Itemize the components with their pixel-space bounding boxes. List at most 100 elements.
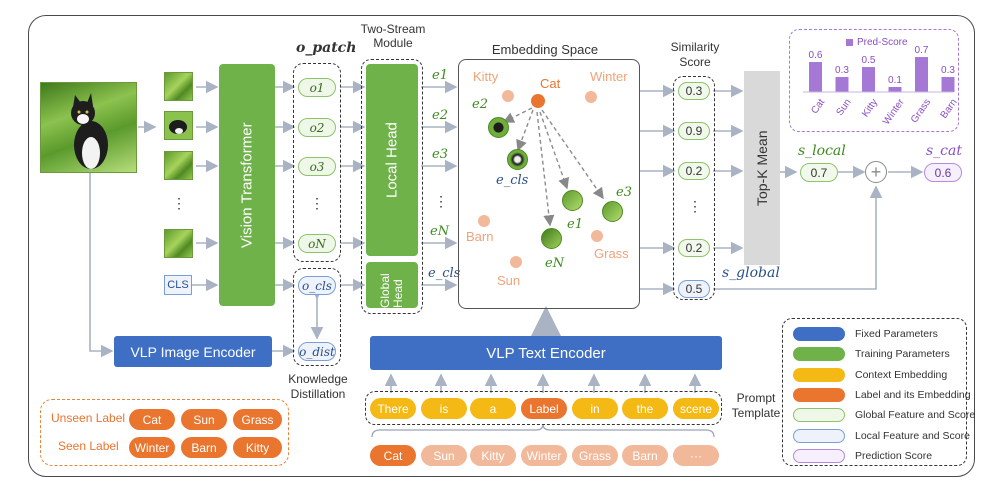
legend-text-4: Label and its Embedding (855, 389, 971, 402)
image-patch-n (164, 229, 193, 258)
legend-text-5: Global Feature and Score (855, 409, 976, 422)
pred-bar-winter (888, 87, 902, 92)
emb-dot-grass (591, 230, 603, 242)
emb-dot-kitty (502, 90, 514, 102)
legend-item-1: Fixed Parameters (793, 324, 975, 344)
pred-value-winter: 0.1 (888, 75, 902, 86)
o-cls-dist-group (293, 268, 341, 366)
candidate-brace (371, 423, 715, 438)
knowledge-distillation-label: Knowledge Distillation (288, 372, 348, 401)
score-2: 0.9 (678, 122, 710, 140)
prompt-token-7: scene (673, 398, 719, 419)
cat-figure (71, 93, 108, 169)
legend-swatch-2 (793, 347, 845, 362)
pred-category-kitty: Kitty (860, 97, 880, 119)
vlp-text-encoder: VLP Text Encoder (370, 336, 722, 370)
candidate-label-2: Sun (421, 445, 467, 466)
emb-label-grass: Grass (594, 246, 629, 261)
o-dist-token: o_dist (298, 342, 336, 361)
legend-swatch-6 (793, 428, 845, 443)
pred-category-winter: Winter (881, 97, 907, 128)
e-label-cls: e_cls (428, 266, 461, 281)
pred-value-sun: 0.3 (835, 65, 849, 76)
candidate-label-5: Grass (572, 445, 618, 466)
legend-text-2: Training Parameters (855, 348, 950, 361)
emb-label-sun: Sun (497, 273, 521, 288)
legend-item-4: Label and its Embedding (793, 385, 975, 405)
legend-item-7: Prediction Score (793, 446, 975, 466)
candidate-label-4: Winter (521, 445, 567, 466)
legend-swatch-4 (793, 388, 845, 403)
pred-value-kitty: 0.5 (862, 55, 876, 66)
pred-score-legend-swatch (846, 39, 853, 46)
legend-box (782, 318, 967, 466)
candidate-label-3: Kitty (470, 445, 516, 466)
o-token-2: o2 (298, 118, 336, 137)
pred-category-cat: Cat (809, 97, 827, 116)
o-cls-token: o_cls (298, 276, 336, 295)
prompt-token-3: a (470, 398, 516, 419)
s-local-label: s_local (798, 143, 846, 159)
emb-label-kitty: Kitty (473, 69, 499, 84)
global-head-block: Global Head (366, 262, 418, 308)
emb-label-barn: Barn (466, 229, 494, 244)
emb-img-e2 (488, 117, 509, 138)
emb-label-cat: Cat (540, 76, 561, 91)
embedding-space-box (458, 59, 640, 309)
emb-img-ecls (507, 149, 528, 170)
pred-category-grass: Grass (909, 97, 933, 125)
legend-item-6: Local Feature and Score (793, 425, 975, 445)
legend-swatch-3 (793, 367, 845, 382)
label-split-box (40, 399, 289, 466)
pred-value-cat: 0.6 (809, 50, 823, 61)
image-patch-2 (164, 111, 193, 140)
unseen-label-grass: Grass (233, 409, 282, 430)
two-stream-group (361, 59, 423, 314)
prompt-template-group (365, 391, 722, 425)
legend-text-6: Local Feature and Score (855, 429, 970, 442)
emb-dot-barn (478, 215, 490, 227)
seen-label-winter: Winter (129, 437, 175, 458)
legend-item-2: Training Parameters (793, 344, 975, 364)
e-label-ellipsis: ⋮ (434, 193, 448, 209)
unseen-label-title: Unseen Label (51, 411, 126, 425)
prompt-token-4: Label (521, 398, 567, 419)
pred-score-box (789, 29, 959, 132)
emb-img-e1 (562, 190, 583, 211)
score-3: 0.2 (678, 162, 710, 180)
pred-value-barn: 0.3 (941, 65, 955, 76)
e-label-1: e1 (432, 68, 448, 83)
o-token-3: o3 (298, 157, 336, 176)
arrow-image-to-vlp (89, 173, 114, 358)
patch-ellipsis: ⋮ (172, 195, 186, 211)
e-label-3: e3 (432, 147, 448, 162)
input-cat-image (40, 82, 137, 173)
legend-text-7: Prediction Score (855, 449, 933, 462)
unseen-label-sun: Sun (181, 409, 227, 430)
pred-score-chart: 0.6Cat0.3Sun0.5Kitty0.1Winter0.7Grass0.3… (803, 45, 959, 128)
embedding-space-title: Embedding Space (491, 42, 599, 57)
prompt-template-label: Prompt Template (731, 391, 781, 420)
top-k-mean-label: Top-K Mean (754, 130, 770, 206)
s-cat-value: 0.6 (924, 163, 962, 182)
candidate-label-6: Barn (622, 445, 668, 466)
prompt-token-2: is (421, 398, 467, 419)
pred-category-barn: Barn (939, 97, 959, 121)
prompt-token-5: in (572, 398, 618, 419)
emb-dot-cat (531, 94, 545, 108)
o-token-ellipsis: ⋮ (310, 195, 324, 211)
legend-item-5: Global Feature and Score (793, 405, 975, 425)
s-cat-label: s_cat (926, 143, 962, 159)
vision-transformer-block: Vision Transformer (219, 64, 275, 306)
prompt-token-6: the (622, 398, 668, 419)
prompt-token-1: There (370, 398, 416, 419)
top-k-mean-block: Top-K Mean (744, 71, 780, 265)
emb-name-e3: e3 (616, 185, 632, 200)
global-head-label: Global Head (378, 273, 405, 308)
pred-bar-barn (941, 77, 955, 92)
vlp-image-encoder: VLP Image Encoder (114, 336, 272, 367)
s-global-label: s_global (722, 265, 780, 281)
similarity-score-group (673, 76, 715, 300)
unseen-label-cat: Cat (129, 409, 175, 430)
